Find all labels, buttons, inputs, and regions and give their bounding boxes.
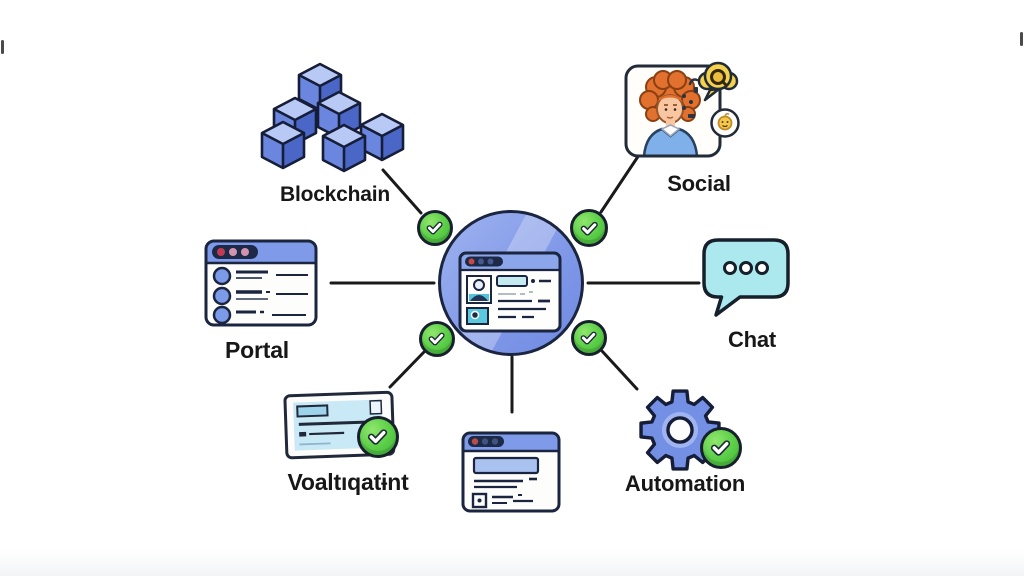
node-chat	[701, 237, 793, 324]
webpage-window-icon	[461, 431, 561, 513]
line-validation	[388, 350, 426, 389]
blockchain-label: Blockchain	[279, 183, 391, 206]
form-lines	[296, 404, 370, 446]
bottom-fade	[0, 550, 1024, 576]
central-hub	[438, 210, 584, 356]
check-badge-bottom-left	[419, 321, 455, 357]
portal-window-icon	[204, 239, 318, 327]
line-blockchain	[381, 168, 423, 215]
blockchain-cubes-icon	[260, 62, 405, 173]
line-automation	[600, 349, 639, 391]
checkmark-icon	[368, 429, 388, 446]
chat-label: Chat	[727, 327, 777, 352]
check-badge-bottom-right	[571, 320, 607, 356]
checkmark-icon	[581, 332, 597, 345]
check-badge-validation	[357, 416, 399, 458]
social-profile-icon	[624, 61, 740, 158]
check-badge-automation	[700, 427, 742, 469]
checkmark-icon	[580, 221, 598, 236]
webpage-text-lines	[474, 477, 537, 489]
node-automation	[637, 387, 723, 478]
hub-media-thumb	[466, 307, 489, 325]
gear-hub-hole	[666, 416, 694, 444]
portal-label: Portal	[225, 337, 289, 363]
automation-gear-icon	[639, 389, 721, 471]
portal-list-rows	[212, 266, 308, 325]
hub-browser-window-icon	[458, 251, 562, 333]
right-edge-mark	[1020, 32, 1023, 46]
webpage-checkbox-row	[471, 492, 533, 509]
validation-label: Voaltıqatɨnt	[287, 469, 409, 495]
node-bottom-window	[461, 431, 561, 518]
check-badge-top-right	[570, 209, 608, 247]
webpage-banner	[472, 456, 540, 475]
node-blockchain	[260, 62, 410, 179]
checkmark-icon	[429, 333, 445, 346]
hub-window-dots	[468, 258, 494, 265]
checkmark-icon	[711, 440, 731, 457]
hub-profile-avatar	[466, 275, 492, 304]
question-bubble-icon	[697, 61, 739, 102]
left-edge-mark	[1, 40, 4, 54]
chatter-marks	[682, 78, 699, 118]
hub-content-lines	[496, 275, 551, 319]
chat-ellipsis-dots	[723, 261, 769, 275]
portal-window-dots	[217, 248, 249, 256]
check-badge-top-left	[417, 210, 453, 246]
chat-bubble-icon	[702, 238, 790, 317]
checkmark-icon	[427, 222, 443, 235]
webpage-window-dots	[471, 438, 499, 445]
social-label: Social	[667, 171, 731, 196]
automation-label: Automation	[624, 471, 746, 496]
node-portal	[204, 239, 318, 332]
node-social	[618, 52, 748, 169]
emoji-bubble-icon	[710, 108, 740, 138]
